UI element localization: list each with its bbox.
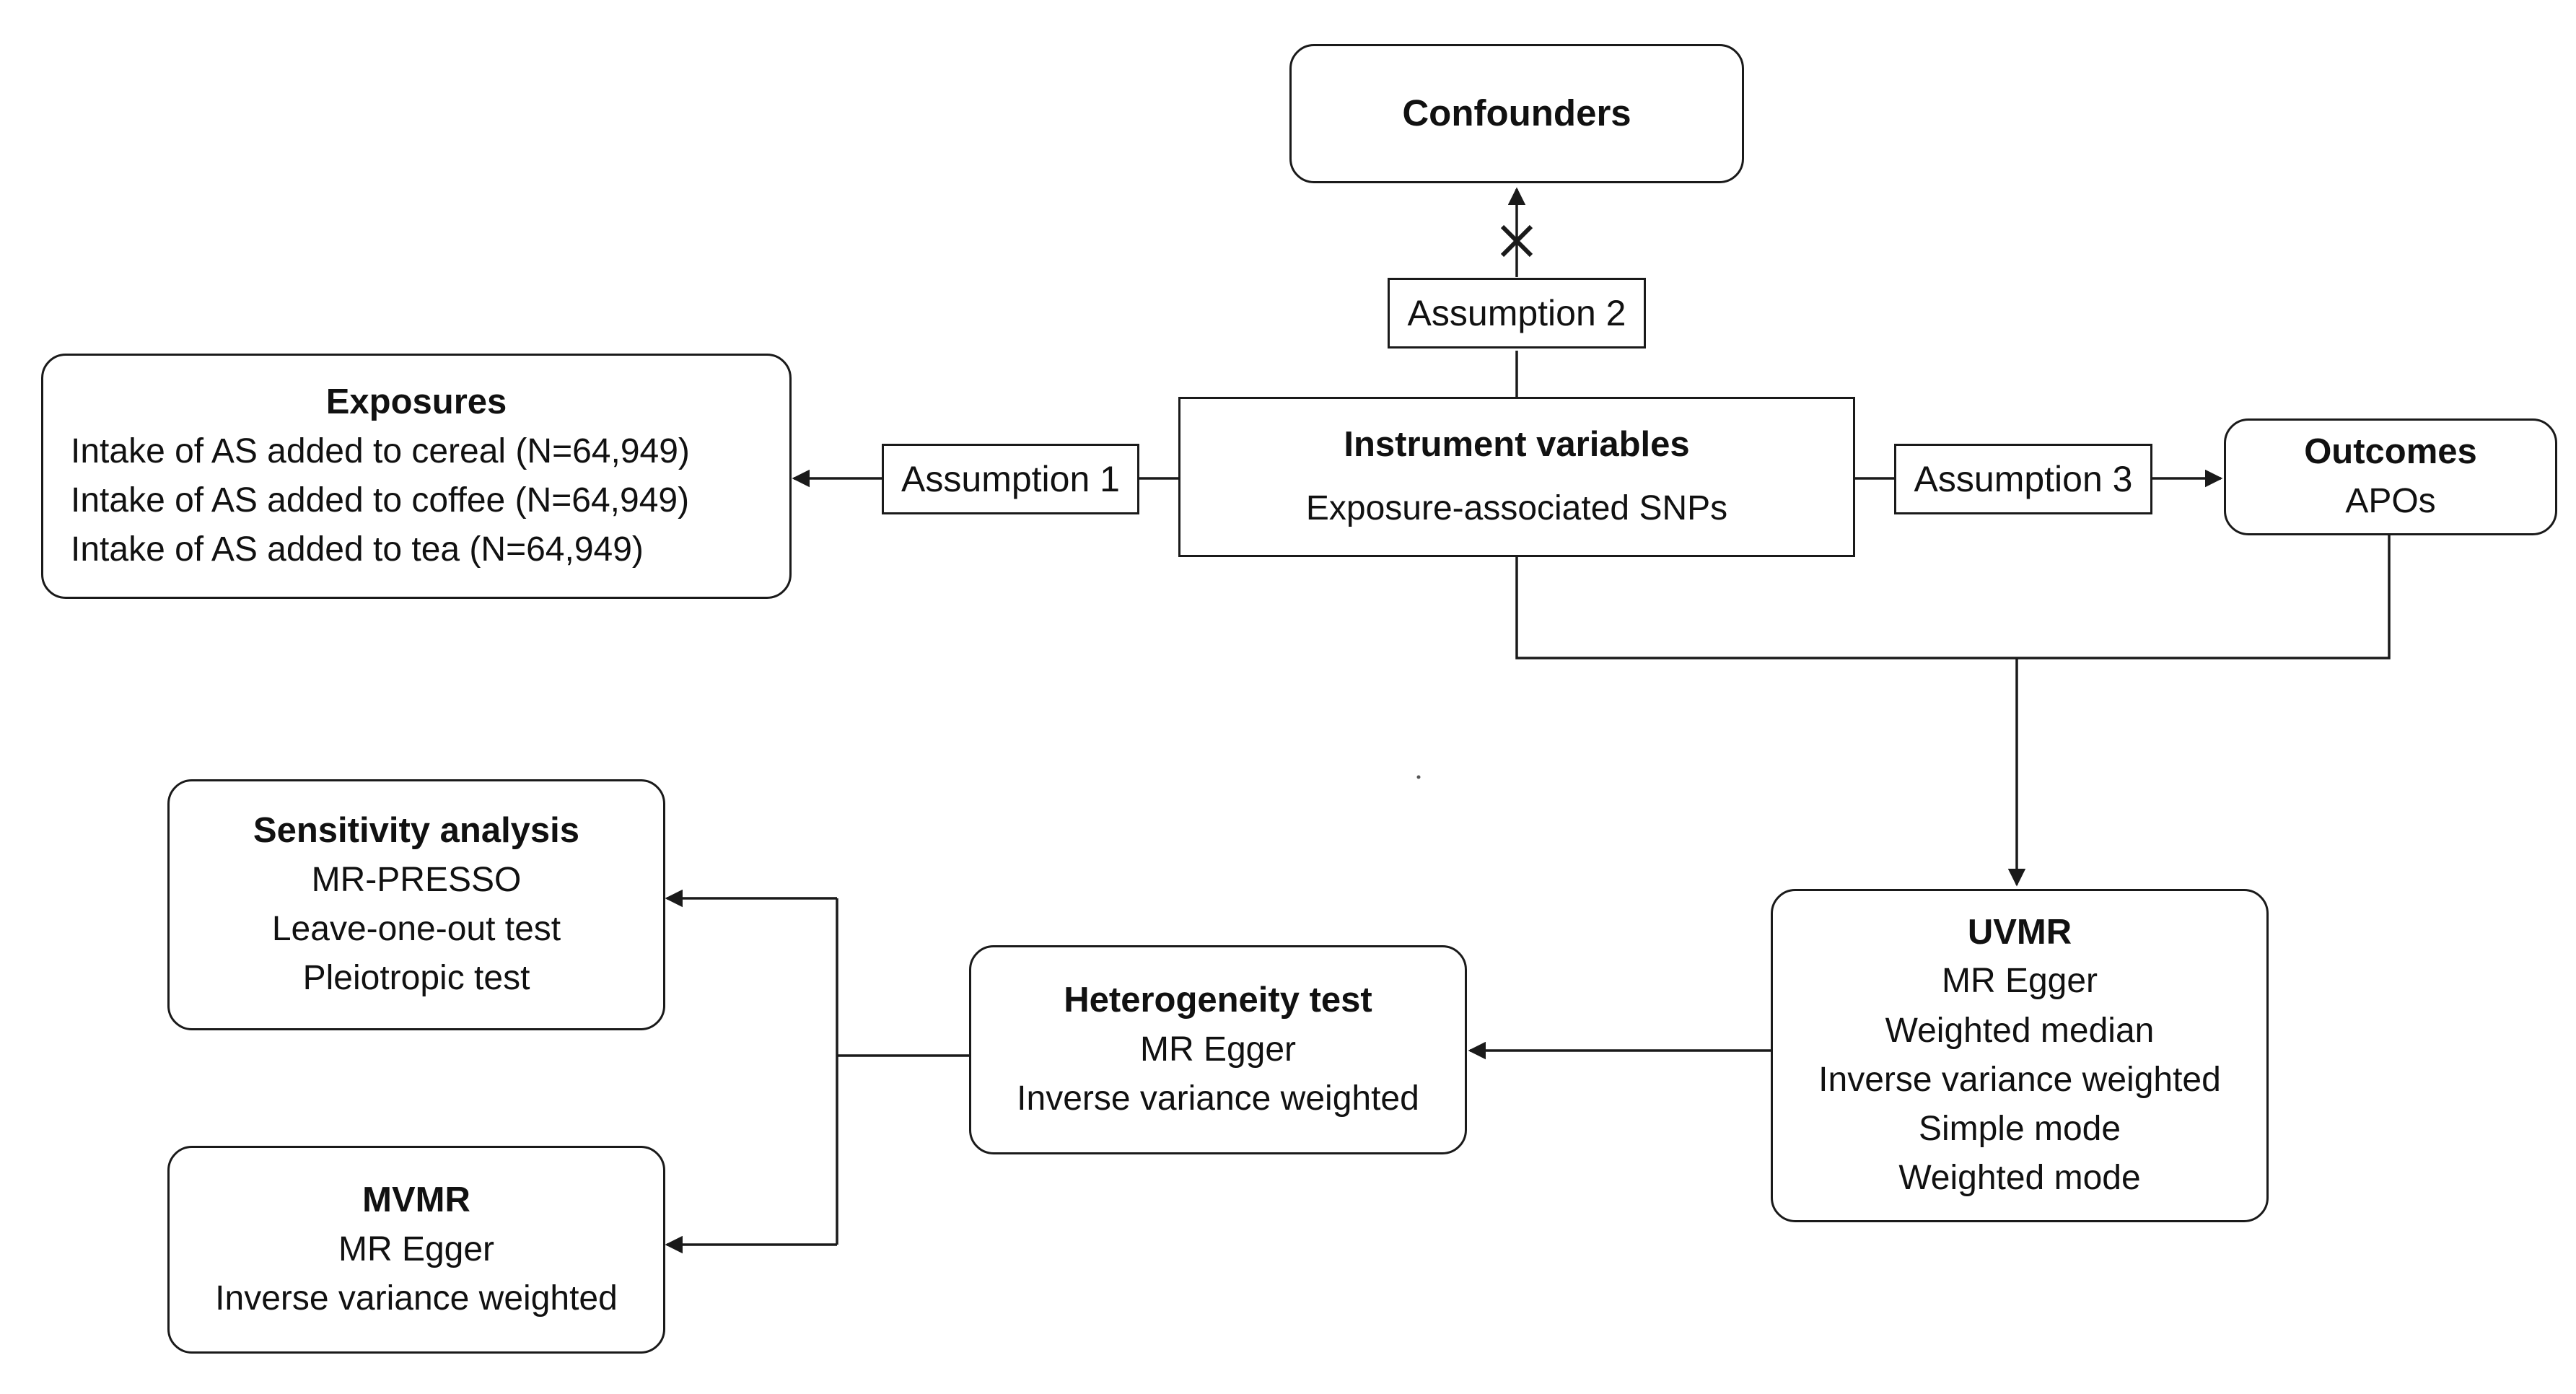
assumption-3-label: Assumption 3 — [1914, 459, 2133, 499]
instrument-variables-subtitle: Exposure-associated SNPs — [1305, 488, 1728, 527]
mvmr-item: MR Egger — [338, 1229, 495, 1268]
heterogeneity-test-title: Heterogeneity test — [1064, 981, 1372, 1020]
sensitivity-item: Leave-one-out test — [271, 909, 561, 948]
mvmr-box: MVMR MR Egger Inverse variance weighted — [167, 1146, 665, 1354]
confounders-box: Confounders — [1289, 44, 1744, 183]
mvmr-title: MVMR — [362, 1180, 470, 1220]
exposure-item: Intake of AS added to cereal (N=64,949) — [71, 431, 690, 470]
heterogeneity-item: Inverse variance weighted — [1017, 1079, 1419, 1118]
assumption-1-box: Assumption 1 — [882, 444, 1139, 514]
uvmr-item: Weighted median — [1885, 1011, 2155, 1050]
outcomes-box: Outcomes APOs — [2224, 418, 2557, 535]
sensitivity-item: MR-PRESSO — [311, 860, 522, 899]
assumption-2-box: Assumption 2 — [1388, 278, 1646, 348]
instrument-variables-box: Instrument variables Exposure-associated… — [1178, 397, 1855, 557]
uvmr-box: UVMR MR Egger Weighted median Inverse va… — [1771, 889, 2269, 1222]
outcomes-subtitle: APOs — [2345, 481, 2436, 520]
stray-dot — [1416, 775, 1421, 779]
exposure-item: Intake of AS added to tea (N=64,949) — [71, 530, 644, 569]
confounders-title: Confounders — [1402, 92, 1631, 134]
assumption-2-label: Assumption 2 — [1407, 293, 1626, 333]
edge-iv-outcomes-merge — [1515, 535, 2391, 659]
blocked-cross-icon — [1500, 224, 1533, 258]
assumption-3-box: Assumption 3 — [1894, 444, 2152, 514]
sensitivity-item: Pleiotropic test — [302, 958, 530, 997]
exposure-item: Intake of AS added to coffee (N=64,949) — [71, 481, 690, 520]
sensitivity-analysis-box: Sensitivity analysis MR-PRESSO Leave-one… — [167, 779, 665, 1030]
uvmr-title: UVMR — [1967, 912, 2072, 952]
exposures-title: Exposures — [325, 382, 507, 421]
outcomes-title: Outcomes — [2304, 432, 2477, 472]
mvmr-item: Inverse variance weighted — [215, 1279, 618, 1318]
instrument-variables-title: Instrument variables — [1344, 425, 1690, 465]
heterogeneity-item: MR Egger — [1139, 1030, 1297, 1069]
uvmr-item: Simple mode — [1918, 1109, 2121, 1148]
uvmr-item: Weighted mode — [1898, 1159, 2141, 1198]
uvmr-item: MR Egger — [1941, 962, 2098, 1001]
exposures-box: Exposures Intake of AS added to cereal (… — [41, 354, 792, 599]
sensitivity-analysis-title: Sensitivity analysis — [253, 810, 580, 850]
uvmr-item: Inverse variance weighted — [1818, 1060, 2221, 1099]
heterogeneity-test-box: Heterogeneity test MR Egger Inverse vari… — [969, 945, 1467, 1154]
assumption-1-label: Assumption 1 — [901, 459, 1120, 499]
